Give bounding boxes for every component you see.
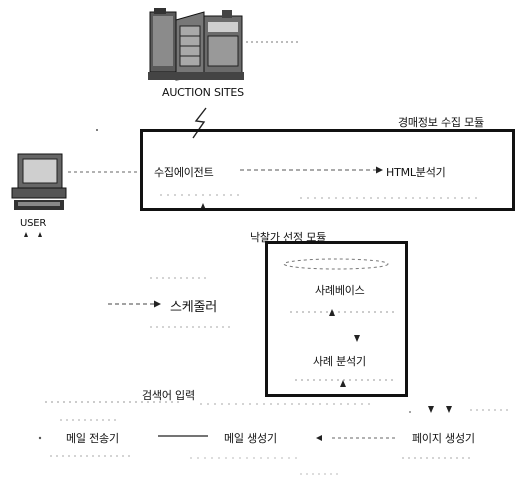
- collection-agent-label: 수집에이전트: [154, 164, 214, 180]
- mail-sender-label: 메일 전송기: [66, 430, 119, 446]
- case-analyzer-label: 사례 분석기: [313, 353, 366, 369]
- search-input-label: 검색어 입력: [142, 387, 195, 403]
- auction-sites-label: AUCTION SITES: [162, 86, 244, 99]
- user-label: USER: [20, 218, 46, 229]
- collection-module-title: 경매정보 수집 모듈: [398, 114, 484, 130]
- page-generator-label: 페이지 생성기: [412, 430, 475, 446]
- mail-generator-label: 메일 생성기: [224, 430, 277, 446]
- selection-module-box: [265, 241, 408, 397]
- server-rack-icon: [144, 6, 248, 86]
- user-marks: [22, 230, 46, 238]
- desktop-computer-icon: [10, 150, 68, 218]
- html-analyzer-label: HTML분석기: [386, 164, 446, 180]
- scheduler-label: 스케줄러: [170, 296, 217, 315]
- case-base-label: 사례베이스: [315, 282, 365, 298]
